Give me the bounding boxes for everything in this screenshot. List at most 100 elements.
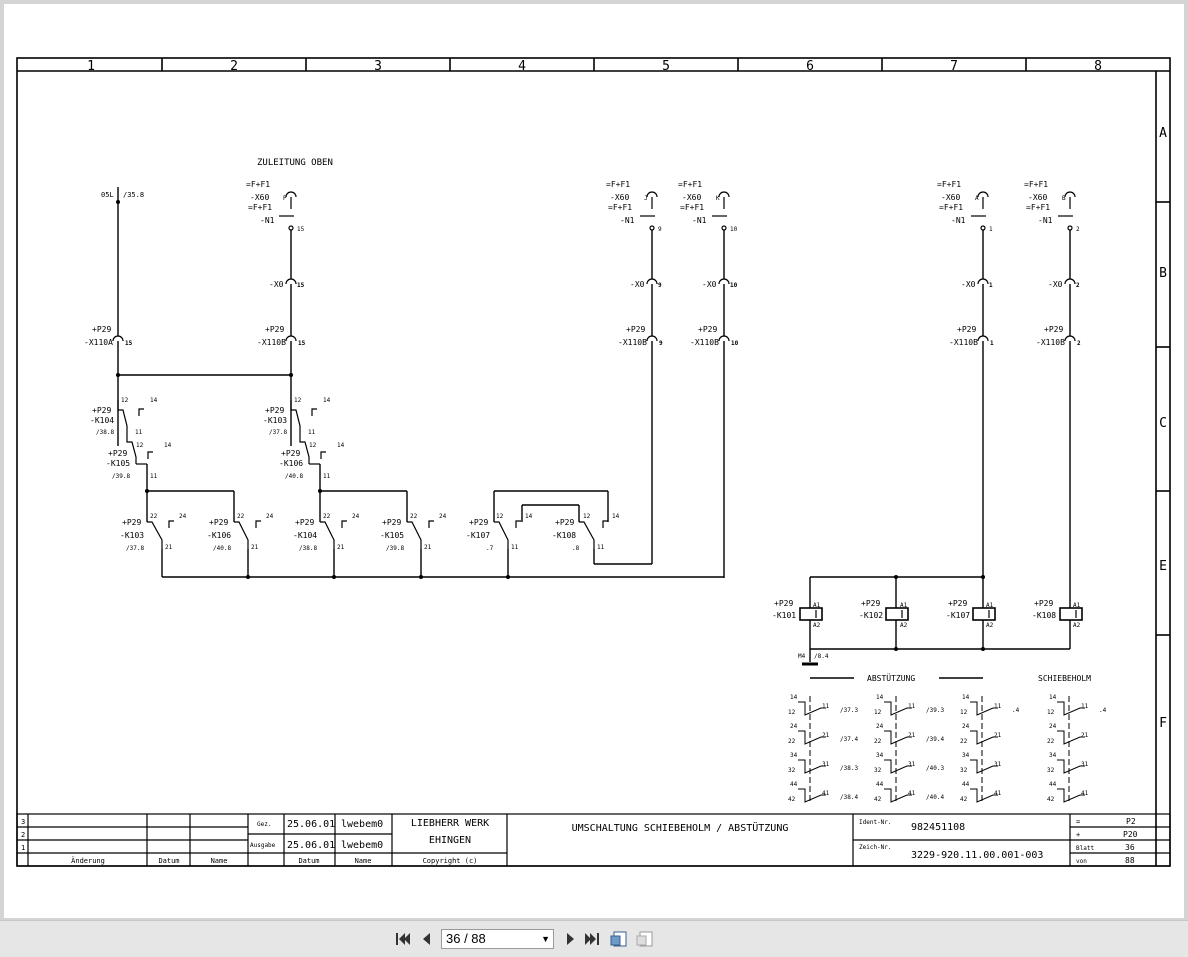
contact-pin-label: 44 bbox=[1049, 781, 1057, 788]
column-label: 8 bbox=[1094, 59, 1102, 74]
svg-text:21: 21 bbox=[165, 544, 173, 551]
contact-symbol bbox=[884, 788, 912, 803]
fit-width-icon[interactable] bbox=[636, 930, 654, 948]
svg-text:-X110B: -X110B bbox=[257, 338, 286, 347]
svg-text:A1: A1 bbox=[900, 602, 908, 609]
supply-header: =F+F1 -X60 =F+F1 -N1 K 10 bbox=[678, 180, 738, 233]
svg-text:21: 21 bbox=[424, 544, 432, 551]
contact-pin-label: 44 bbox=[962, 781, 970, 788]
svg-text:-K103: -K103 bbox=[263, 416, 287, 425]
svg-text:11: 11 bbox=[323, 473, 331, 480]
company-location: EHINGEN bbox=[429, 835, 471, 846]
first-page-icon[interactable] bbox=[393, 930, 411, 948]
svg-text:A2: A2 bbox=[813, 622, 821, 629]
drawing-title: UMSCHALTUNG SCHIEBEHOLM / ABSTÜTZUNG bbox=[572, 821, 789, 834]
svg-text:-K101: -K101 bbox=[772, 611, 796, 620]
drawn-date: 25.06.01 bbox=[287, 819, 335, 830]
contact-pin-label: 32 bbox=[1047, 767, 1055, 774]
svg-text:12: 12 bbox=[583, 513, 591, 520]
svg-text:=F+F1: =F+F1 bbox=[680, 203, 704, 212]
svg-text:A1: A1 bbox=[813, 602, 821, 609]
svg-text:+P29: +P29 bbox=[774, 599, 793, 608]
contact-symbol bbox=[1057, 788, 1085, 803]
svg-text:/37.8: /37.8 bbox=[269, 429, 287, 436]
date-caption: Datum bbox=[298, 857, 319, 865]
svg-text:24: 24 bbox=[179, 513, 187, 520]
svg-text:22: 22 bbox=[237, 513, 245, 520]
plus-label: + bbox=[1076, 831, 1080, 839]
svg-text:-X60: -X60 bbox=[250, 193, 269, 202]
contact-pin-label: 32 bbox=[960, 767, 968, 774]
contact-reference: /37.3 bbox=[840, 707, 858, 714]
total-sheets-label: von bbox=[1076, 858, 1087, 865]
svg-text:14: 14 bbox=[323, 397, 331, 404]
svg-text:-X60: -X60 bbox=[941, 193, 960, 202]
revision-index: 1 bbox=[21, 844, 25, 852]
revision-date-header: Datum bbox=[158, 857, 179, 865]
svg-text:.7: .7 bbox=[486, 545, 494, 552]
svg-text:24: 24 bbox=[439, 513, 447, 520]
fit-page-icon[interactable] bbox=[610, 930, 628, 948]
plus-value: P20 bbox=[1123, 830, 1138, 839]
viewer-toolbar bbox=[0, 920, 1188, 957]
svg-text:=F+F1: =F+F1 bbox=[606, 180, 630, 189]
contact-pin-label: 12 bbox=[788, 709, 796, 716]
last-page-icon[interactable] bbox=[584, 930, 602, 948]
row-label: E bbox=[1159, 559, 1167, 574]
svg-text:12: 12 bbox=[496, 513, 504, 520]
issue-date: 25.06.01 bbox=[287, 840, 335, 851]
svg-text:J: J bbox=[644, 195, 648, 202]
issue-name: lwebem0 bbox=[341, 840, 383, 851]
svg-text:9: 9 bbox=[659, 340, 663, 347]
contact-pin-label: 44 bbox=[790, 781, 798, 788]
svg-text:A: A bbox=[975, 195, 979, 202]
svg-text:-X110B: -X110B bbox=[1036, 338, 1065, 347]
svg-text:=F+F1: =F+F1 bbox=[678, 180, 702, 189]
svg-text:.8: .8 bbox=[572, 545, 580, 552]
svg-text:/38.8: /38.8 bbox=[96, 429, 114, 436]
svg-text:+P29: +P29 bbox=[295, 518, 314, 527]
svg-text:11: 11 bbox=[135, 429, 143, 436]
svg-text:22: 22 bbox=[150, 513, 158, 520]
svg-text:22: 22 bbox=[410, 513, 418, 520]
svg-text:+P29: +P29 bbox=[92, 406, 111, 415]
svg-text:2: 2 bbox=[1077, 340, 1081, 347]
contact-symbol bbox=[884, 701, 912, 716]
next-page-icon[interactable] bbox=[562, 930, 580, 948]
column-label: 3 bbox=[374, 59, 382, 74]
contact-pin-label: 14 bbox=[1049, 694, 1057, 701]
svg-text:21: 21 bbox=[251, 544, 259, 551]
column-label: 6 bbox=[806, 59, 814, 74]
previous-page-icon[interactable] bbox=[417, 930, 435, 948]
contact-pin-label: 31 bbox=[1081, 761, 1089, 768]
svg-text:-K103: -K103 bbox=[120, 531, 144, 540]
svg-text:+P29: +P29 bbox=[626, 325, 645, 334]
svg-text:-X0: -X0 bbox=[1048, 280, 1063, 289]
svg-text:-X60: -X60 bbox=[682, 193, 701, 202]
drawing-number-label: Zeich-Nr. bbox=[859, 844, 892, 851]
svg-text:10: 10 bbox=[730, 282, 738, 289]
svg-text:/40.8: /40.8 bbox=[213, 545, 231, 552]
svg-text:-X0: -X0 bbox=[269, 280, 284, 289]
document-page: 1 2 3 4 5 6 7 8 A B C E F ZULEITUNG OBEN… bbox=[4, 4, 1184, 918]
contact-reference: /37.4 bbox=[840, 736, 858, 743]
svg-text:+P29: +P29 bbox=[1044, 325, 1063, 334]
contact-symbol bbox=[884, 759, 912, 774]
page-number-select[interactable]: 36 / 88 ▼ bbox=[441, 929, 554, 949]
contact-pin-label: 21 bbox=[994, 732, 1002, 739]
ground-label: M4 bbox=[798, 653, 806, 660]
svg-text:+P29: +P29 bbox=[108, 449, 127, 458]
ground-reference: /8.4 bbox=[814, 653, 829, 660]
svg-text:=F+F1: =F+F1 bbox=[1026, 203, 1050, 212]
contact-reference: /38.4 bbox=[840, 794, 858, 801]
